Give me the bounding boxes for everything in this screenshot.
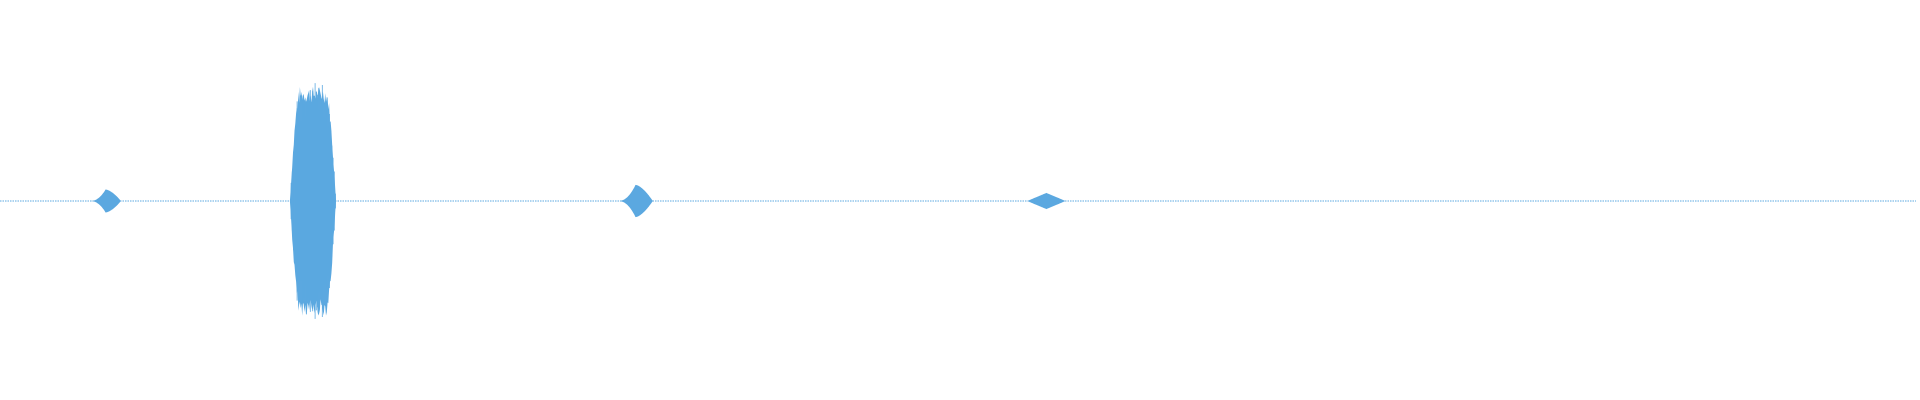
waveform-burst bbox=[90, 189, 121, 213]
waveform-burst-envelope bbox=[1027, 192, 1066, 210]
waveform-burst bbox=[618, 184, 653, 218]
waveform-bursts bbox=[90, 83, 1066, 319]
waveform-burst-envelope bbox=[90, 189, 121, 213]
waveform-burst bbox=[289, 83, 336, 319]
waveform-burst-envelope bbox=[618, 184, 653, 218]
waveform-burst bbox=[1027, 192, 1066, 210]
